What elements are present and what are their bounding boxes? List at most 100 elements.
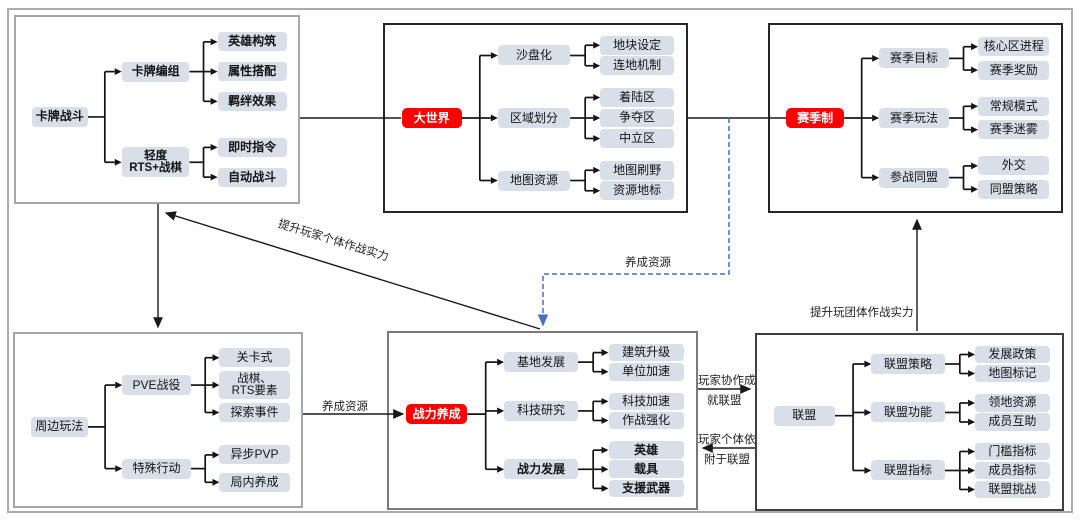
leaf-node: 属性搭配 [217,62,287,82]
arrowhead-icon [968,448,976,455]
edge-label-depend-line2: 附于联盟 [704,454,750,466]
arrowhead-icon [115,465,123,473]
leaf-node: 资源地标 [600,181,674,201]
arrowhead-icon [971,43,979,51]
leaf-node: 着陆区 [600,88,674,107]
outer-frame [7,8,1073,513]
arrowhead-icon [114,68,122,75]
leaf-node: 外交 [978,156,1050,176]
root-node-side-play: 周边玩法 [30,416,88,437]
arrowhead-icon [593,114,601,122]
arrowhead-icon [212,409,220,416]
arrowhead-icon [210,173,218,181]
root-node-season: 赛季制 [786,108,845,128]
branch-node: 战力发展 [504,459,578,480]
arrowhead-icon [115,381,123,389]
leaf-node: 支援武器 [608,479,684,498]
leaf-node: 异步PVP [219,445,290,465]
arrowhead-icon [497,407,505,415]
leaf-node: 载具 [608,460,684,479]
arrowhead-icon [601,349,609,356]
arrowhead-icon [593,41,601,49]
arrowhead-icon [601,446,609,454]
leaf-node: 单位加速 [608,362,684,381]
root-node-power-growth: 战力养成 [405,404,468,425]
leaf-node: 成员指标 [975,461,1050,480]
tree-connectors-season [844,43,979,193]
arrowhead-icon [864,360,872,368]
root-node-card-battle: 卡牌战斗 [31,106,88,127]
leaf-node: 科技加速 [608,392,684,411]
tree-connectors-side-play [87,354,220,486]
root-node-alliance: 联盟 [773,405,835,426]
arrowhead-icon [971,66,979,74]
arrowhead-icon [968,351,976,358]
leaf-node: 地块设定 [600,35,674,55]
arrowhead-icon [490,52,498,59]
arrowhead-icon [210,38,218,46]
arrowhead-icon [593,166,601,174]
tree-connectors-card-battle [87,38,218,181]
arrowhead-icon [968,467,976,474]
leaf-node: 发展政策 [975,345,1050,364]
panel-card-battle: 卡牌战斗卡牌编组英雄构筑属性搭配羁绊效果轻度 RTS+战棋即时指令自动战斗 [14,15,300,204]
branch-node: 赛季玩法 [879,108,949,128]
arrowhead-icon [872,54,880,62]
branch-node: 参战同盟 [879,167,949,188]
leaf-node: 连地机制 [600,56,674,76]
arrowhead-icon [872,174,880,182]
leaf-node: 羁绊效果 [217,91,287,111]
arrowhead-icon [593,187,601,195]
arrowhead-icon [210,144,218,151]
arrowhead-icon [497,358,505,366]
edge-label-coop-line2: 就联盟 [707,395,742,407]
arrowhead-icon [593,62,601,70]
leaf-node: 建筑升级 [608,343,684,362]
leaf-node: 英雄构筑 [217,32,287,52]
arrowhead-icon [968,418,976,426]
arrowhead-icon [212,354,220,362]
arrowhead-icon [212,451,220,459]
arrowhead-icon [864,467,872,474]
branch-node: PVE战役 [122,375,191,396]
leaf-node: 地图标记 [975,364,1050,383]
arrowhead-icon [114,158,122,166]
panel-power-growth: 战力养成 基地发展 建筑升级单位加速科技研究 科技加速作战强化战力发展 英雄载具支援武器 [387,331,698,510]
leaf-node: 战棋、 RTS要素 [219,371,290,400]
leaf-node: 领地资源 [975,394,1050,412]
leaf-node: 联盟挑战 [975,480,1050,499]
edge-label-depend-line1: 玩家个体依 [698,434,756,446]
leaf-node: 常规模式 [978,96,1050,116]
tree-connectors-alliance [834,351,976,493]
leaf-node: 局内养成 [219,472,290,492]
branch-node: 特殊行动 [122,458,191,479]
branch-node: 基地发展 [504,352,578,373]
leaf-node: 核心区进程 [978,37,1050,57]
root-node-big-world: 大世界 [401,108,462,128]
branch-node: 轻度 RTS+战棋 [121,147,190,178]
panel-season: 赛季制赛季目标核心区进程赛季奖励赛季玩法常规模式赛季迷雾参战同盟外交同盟策略 [768,23,1063,213]
edge-label-boost-group: 提升玩团体作战实力 [810,307,914,319]
branch-node: 联盟功能 [871,402,945,423]
leaf-node: 争夺区 [600,108,674,128]
branch-node: 区域划分 [497,108,571,128]
arrowhead-icon [971,126,979,134]
branch-node: 科技研究 [504,400,578,421]
leaf-node: 地图刷野 [600,160,674,180]
leaf-node: 英雄 [608,441,684,459]
leaf-node: 探索事件 [219,402,290,422]
arrowhead-icon [971,102,979,110]
arrowhead-icon [968,486,976,493]
leaf-node: 中立区 [600,128,674,148]
branch-node: 联盟策略 [871,354,945,374]
arrowhead-icon [601,465,609,473]
arrowhead-icon [971,185,979,193]
arrowhead-icon [497,465,505,473]
arrowhead-icon [210,97,218,105]
tree-connectors-power-growth [467,349,609,492]
arrowhead-icon [212,478,220,486]
leaf-node: 即时指令 [217,137,287,157]
branch-node: 沙盘化 [497,45,571,66]
leaf-node: 作战强化 [608,411,684,430]
